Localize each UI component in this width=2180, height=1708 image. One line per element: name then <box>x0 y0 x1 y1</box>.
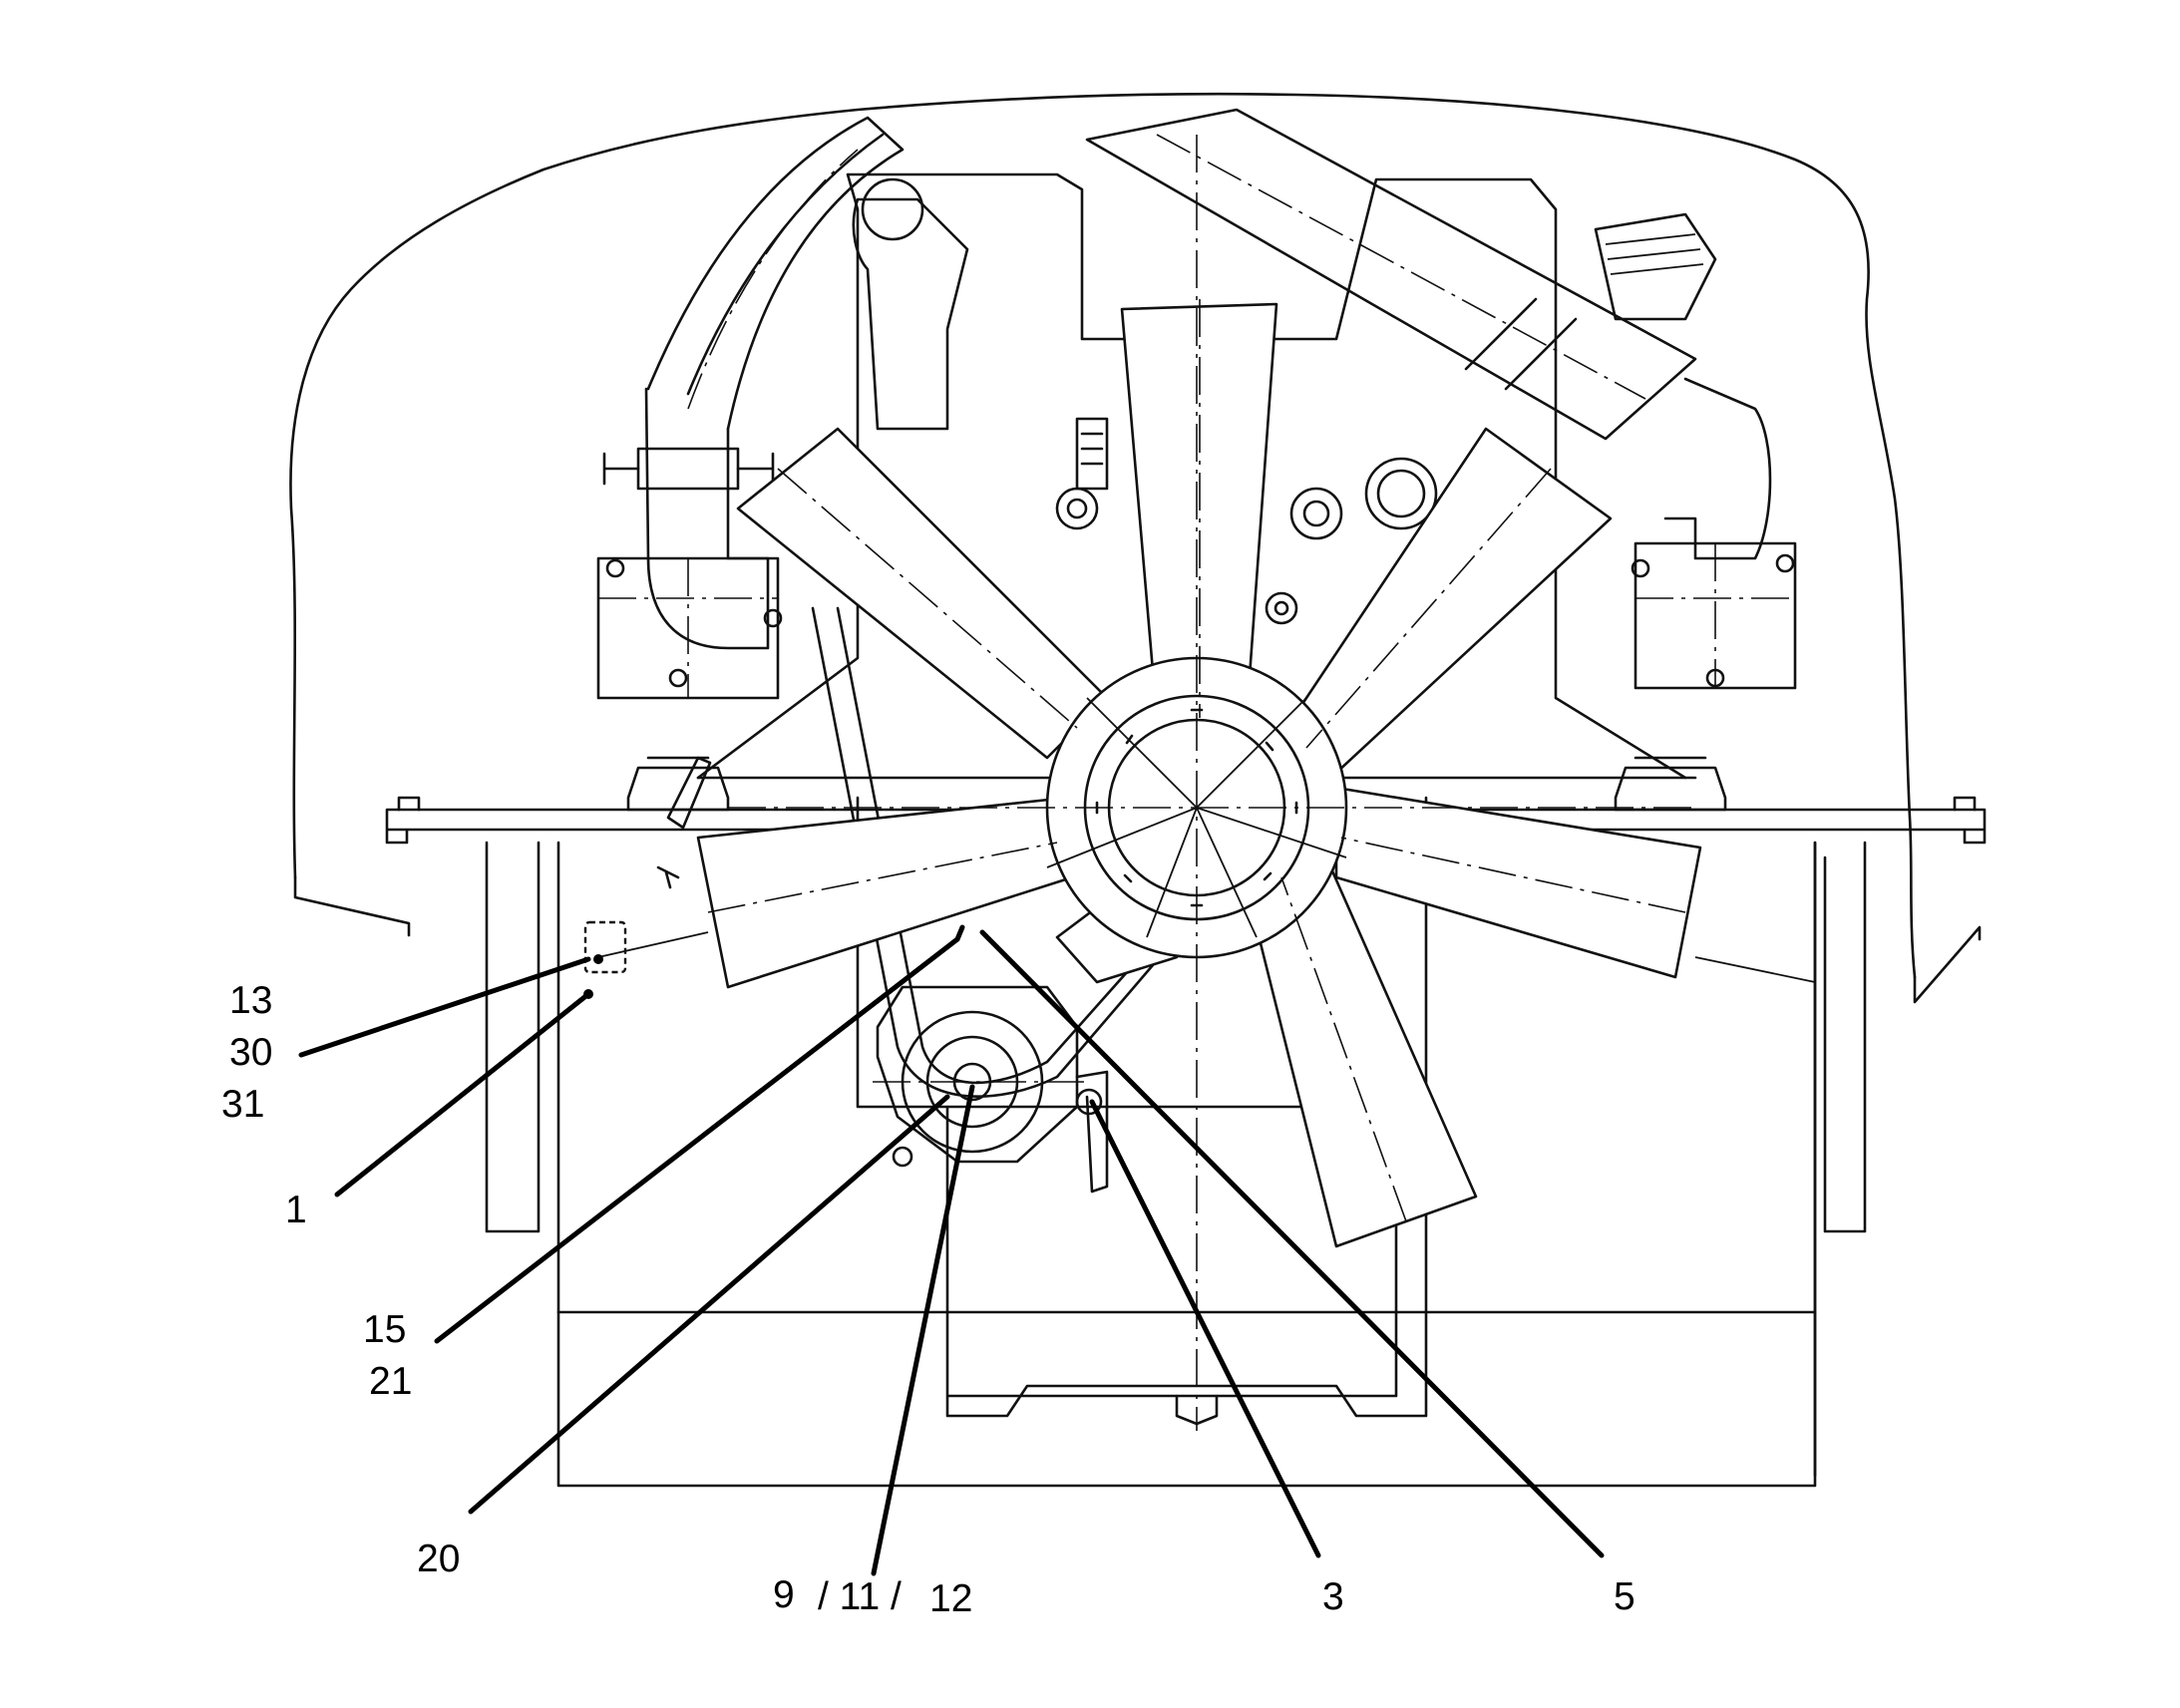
right-flange-bolt <box>1775 553 1795 573</box>
center-line-blade-lr <box>1280 876 1407 1222</box>
fan-blade-left <box>696 796 1074 989</box>
right-filter <box>1594 212 1717 321</box>
leader-15-21-b <box>954 924 965 942</box>
callout-5: 5 <box>1614 1575 1635 1618</box>
left-flange-bolt-3 <box>668 668 688 688</box>
frame-side-rail-left <box>597 931 709 958</box>
left-elbow <box>644 387 770 650</box>
callout-21: 21 <box>369 1360 412 1403</box>
center-line-left-flange <box>598 558 778 698</box>
center-line-blade-l <box>707 842 1058 913</box>
callout-31: 31 <box>221 1083 264 1126</box>
left-flange-bolt <box>605 558 625 578</box>
left-mid-port <box>1055 487 1099 530</box>
callout-20: 20 <box>417 1537 460 1580</box>
center-line-blade-ul <box>777 468 1078 729</box>
lower-port <box>1265 591 1298 625</box>
left-clamp-bolts <box>602 452 775 486</box>
right-port-large <box>1364 457 1438 530</box>
lower-port-inner <box>1273 600 1289 616</box>
frame-side-rail-right <box>1694 956 1816 983</box>
right-flange <box>1634 541 1797 690</box>
center-line-right-pipe <box>1156 134 1646 400</box>
leader-5 <box>979 929 1605 1558</box>
leader-3 <box>1089 1099 1321 1558</box>
center-line-blade-r <box>1340 837 1686 913</box>
frame-plate-top-step <box>397 796 1977 812</box>
left-upper-pipe <box>852 197 969 431</box>
callout-30: 30 <box>229 1031 272 1074</box>
right-elbow <box>1663 377 1772 560</box>
left-hose-clamp <box>636 447 740 491</box>
frame-right-upright <box>1813 841 1867 1478</box>
callout-13: 13 <box>229 979 272 1022</box>
leader-9-11-12 <box>871 1084 975 1576</box>
right-filter-ribs <box>1605 233 1704 275</box>
alternator-lower-bolt <box>892 1146 913 1168</box>
left-curved-duct-inner <box>686 133 885 396</box>
callout-15: 15 <box>363 1308 406 1351</box>
right-flange-bolt-2 <box>1631 558 1650 578</box>
left-flange <box>596 556 780 700</box>
alternator-body <box>876 985 1079 1164</box>
right-port-large-inner <box>1376 469 1426 518</box>
fan-blade-upper-right <box>1284 427 1613 775</box>
callout-9: 9 <box>773 1573 795 1616</box>
leader-15-21 <box>434 936 960 1344</box>
alternator-adjust-arm <box>1075 1070 1109 1194</box>
fan-blade-right <box>1334 786 1702 979</box>
leader-1 <box>334 991 591 1197</box>
fan-hub-radials <box>1046 697 1347 938</box>
center-line-blade-ur <box>1305 468 1552 749</box>
sensor-box-dot <box>593 954 603 964</box>
center-line-right-flange <box>1635 543 1795 688</box>
callout-12: 12 <box>929 1577 972 1620</box>
leader-20 <box>468 1094 950 1515</box>
right-engine-mount <box>1614 756 1727 812</box>
alternator-adjust-bolt <box>1075 1088 1103 1116</box>
callout-11: / 11 / <box>818 1575 902 1618</box>
left-upper-pipe-opening <box>861 177 924 241</box>
leader-13-30-31 <box>298 956 591 1058</box>
left-flange-bolt-2 <box>763 608 783 628</box>
breakout-outline-left-foot <box>293 875 411 937</box>
mid-port-inner <box>1302 500 1330 527</box>
left-mid-port-inner <box>1066 498 1088 519</box>
left-curved-duct <box>646 116 905 431</box>
mid-port <box>1289 487 1343 540</box>
sensor-fitting <box>1075 417 1109 491</box>
breakout-outline-right-foot <box>1913 925 1982 1004</box>
engine-block <box>696 172 1687 780</box>
right-long-pipe <box>1085 108 1697 441</box>
oil-pan <box>945 1105 1428 1418</box>
callout-1: 1 <box>285 1189 307 1231</box>
sensor-box <box>583 920 627 974</box>
tensioner-bolt-left <box>656 756 712 889</box>
callout-3: 3 <box>1322 1575 1344 1618</box>
right-long-pipe-band <box>1464 297 1578 391</box>
breakout-outline <box>289 92 1917 979</box>
